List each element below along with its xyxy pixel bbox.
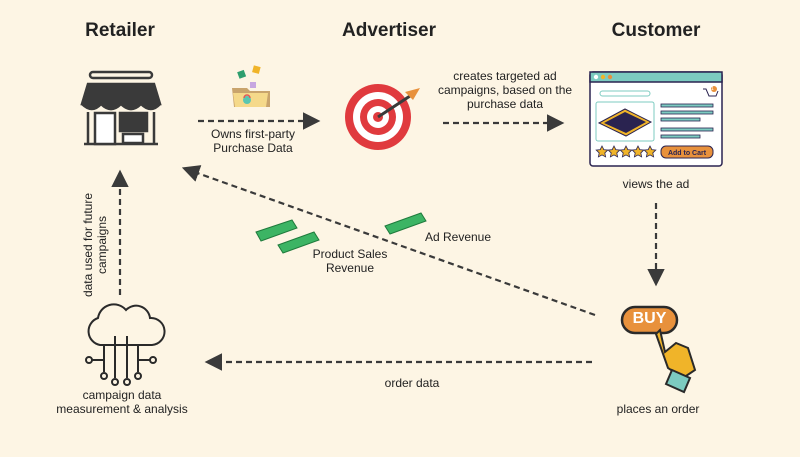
- money-icon-ad-revenue: [384, 212, 427, 235]
- campaign-line-2: measurement & analysis: [56, 402, 188, 416]
- customer-title: Customer: [611, 20, 701, 41]
- product-sales-line-2: Revenue: [325, 261, 375, 275]
- product-sales-line-1: Product Sales: [312, 247, 388, 261]
- campaign-line-1: campaign data: [82, 388, 162, 402]
- ad-browser-mockup: [589, 71, 723, 167]
- cart-count: 1: [711, 86, 714, 92]
- places-order-label: places an order: [616, 402, 700, 416]
- store-icon: [80, 70, 162, 146]
- creates-line-2: campaigns, based on the: [437, 83, 573, 97]
- buy-button-text: BUY: [632, 310, 667, 327]
- advertiser-title: Advertiser: [342, 20, 436, 41]
- future-line-2: campaigns: [95, 215, 109, 275]
- retailer-title: Retailer: [85, 20, 155, 41]
- ad-revenue-label: Ad Revenue: [424, 230, 492, 244]
- target-icon: [345, 84, 420, 150]
- data-folder-icon: [232, 65, 270, 107]
- owns-data-line-2: Purchase Data: [213, 141, 293, 155]
- creates-line-1: creates targeted ad: [453, 69, 557, 83]
- owns-data-line-1: Owns first-party: [210, 127, 296, 141]
- money-icon-product-sales: [255, 219, 320, 254]
- arrow-revenue-to-retailer: [181, 165, 596, 317]
- cloud-analysis-icon: [85, 303, 166, 386]
- views-ad-label: views the ad: [622, 177, 690, 191]
- future-line-1: data used for future: [81, 192, 95, 298]
- rating-stars: [595, 145, 657, 158]
- order-data-label: order data: [384, 376, 440, 390]
- add-to-cart-button: Add to Cart: [667, 150, 707, 157]
- creates-line-3: purchase data: [466, 97, 544, 111]
- buy-hand-icon: [620, 305, 697, 394]
